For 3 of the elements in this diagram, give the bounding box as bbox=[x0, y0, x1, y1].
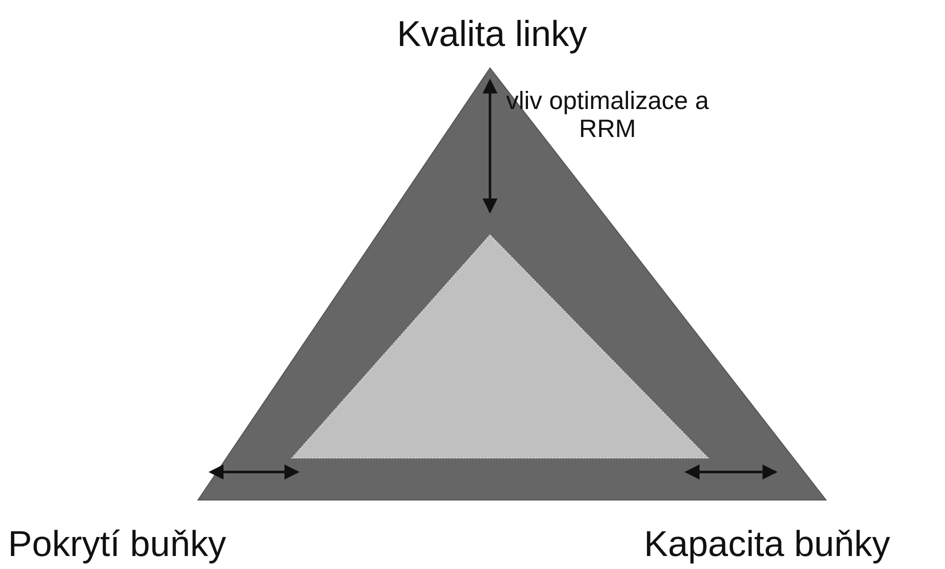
corner-label: Kapacita buňky bbox=[644, 524, 890, 564]
corner-label: Kvalita linky bbox=[396, 14, 588, 54]
corner-label: Pokrytí buňky bbox=[8, 524, 226, 564]
